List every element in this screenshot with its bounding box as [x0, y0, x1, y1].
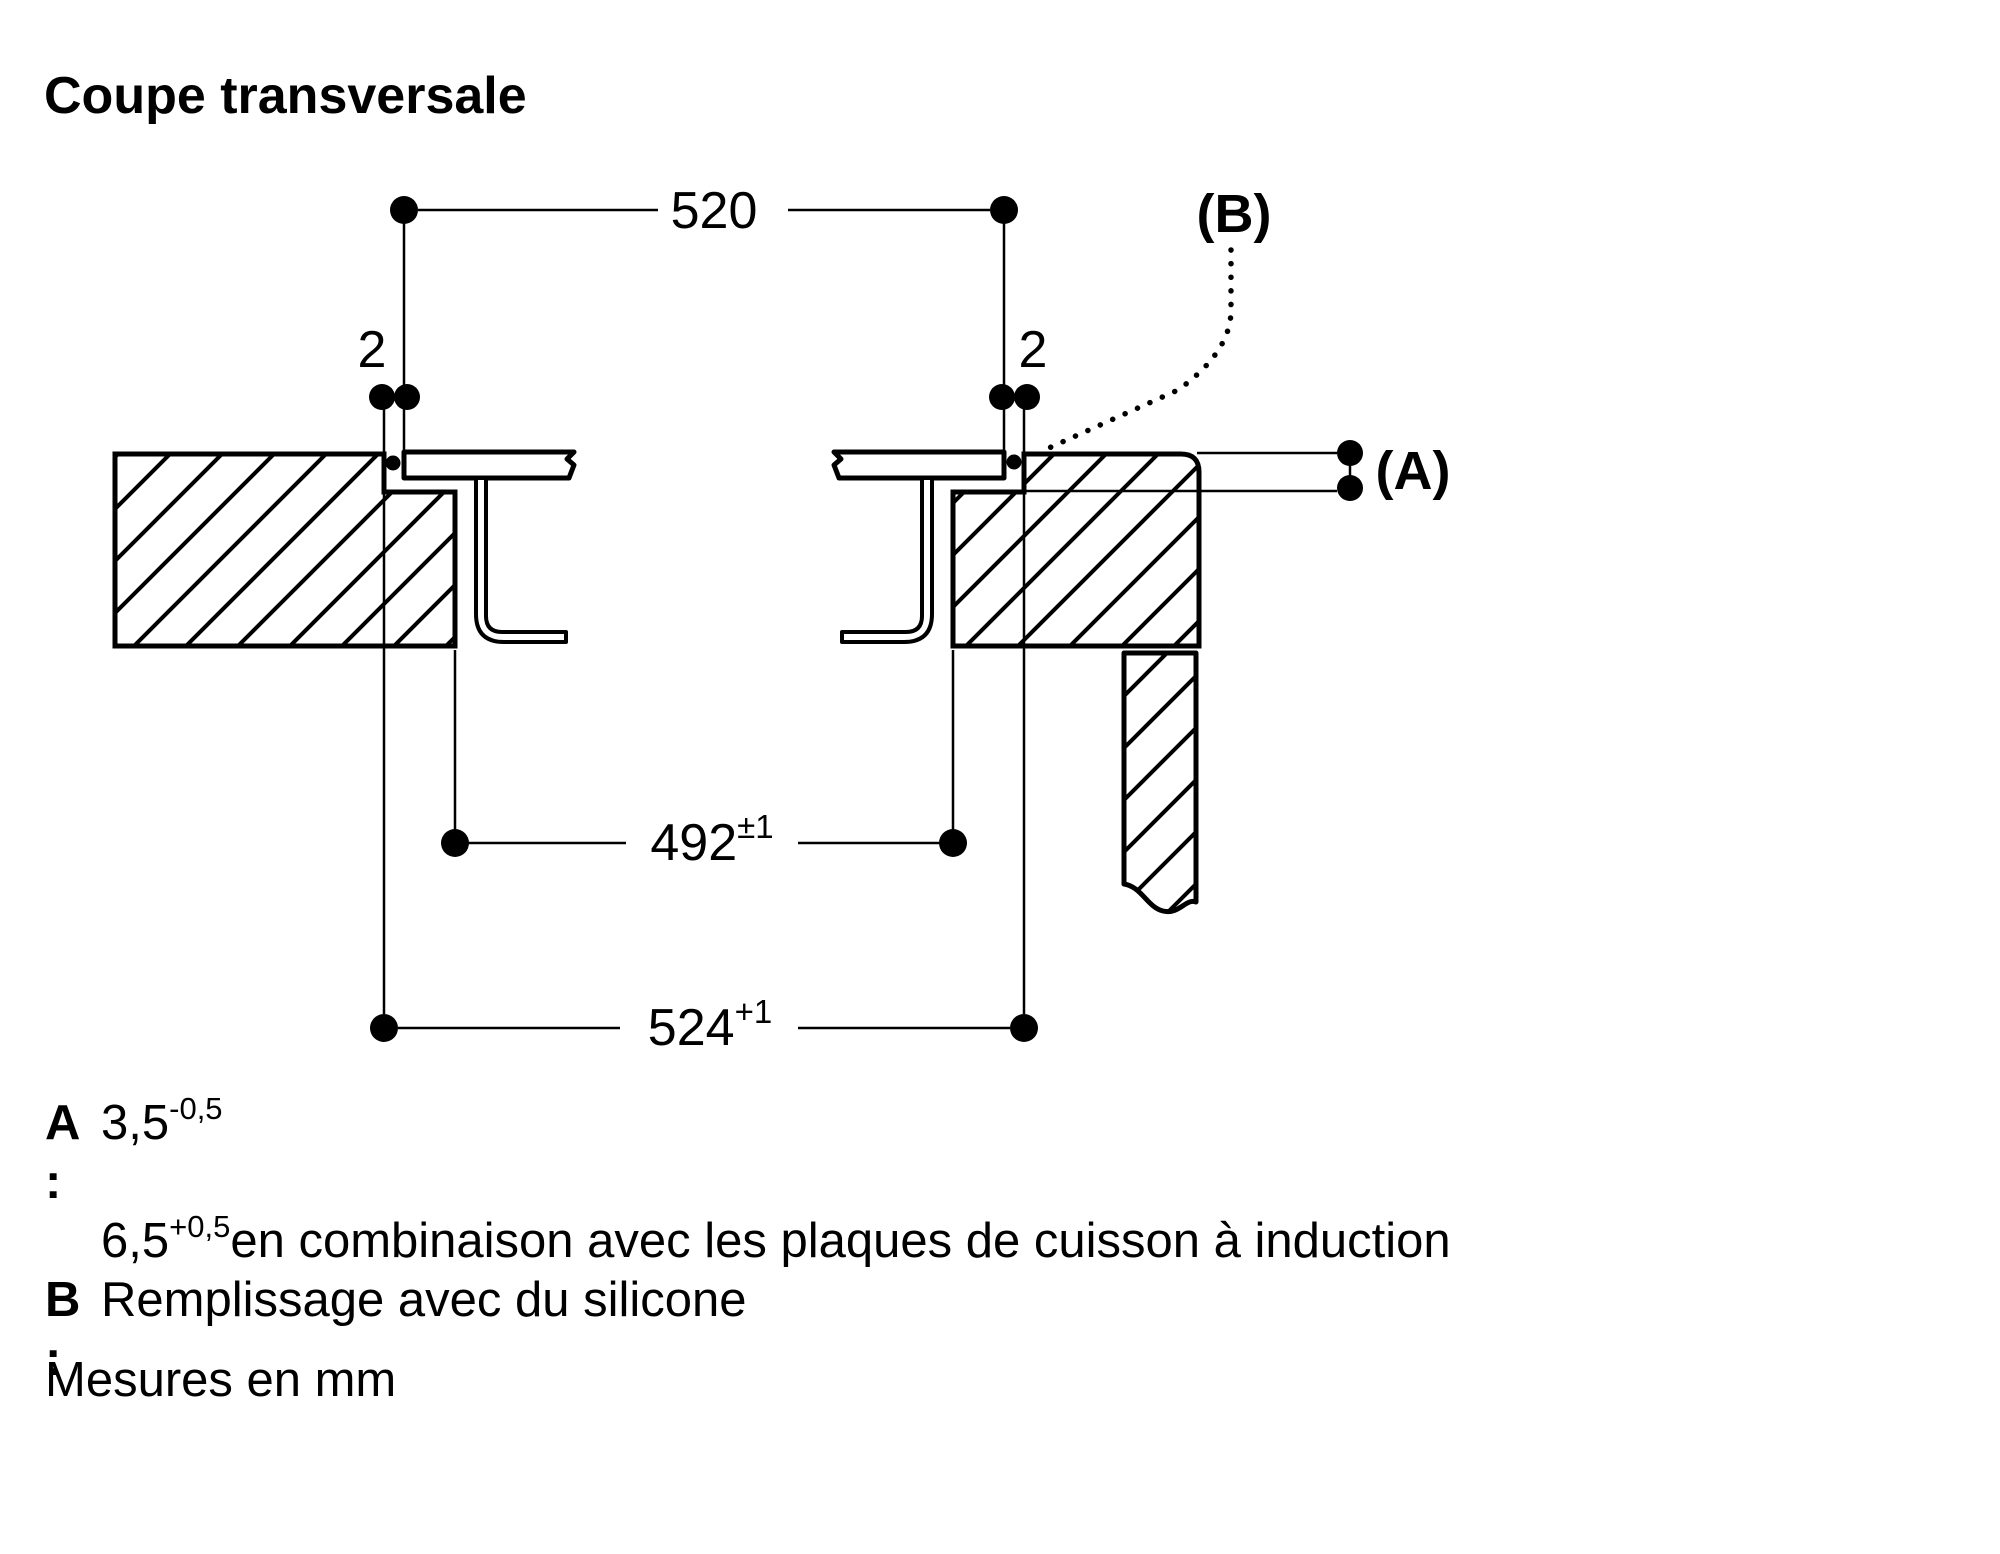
- dim-520-dot-right: [990, 196, 1018, 224]
- legend-key-spacer: [45, 1212, 101, 1271]
- left-glass-panel: [401, 449, 577, 481]
- left-worktop-section: [112, 451, 458, 649]
- legend: A : 3,5-0,5 6,5+0,5en combinaison avec l…: [45, 1090, 1451, 1389]
- gap-dot-right-1: [989, 384, 1015, 410]
- legend-row-a1: A : 3,5-0,5: [45, 1090, 1451, 1212]
- dim-524-value: 524: [647, 999, 735, 1057]
- right-glass-panel: [831, 449, 1007, 481]
- legend-key-b: B :: [45, 1273, 81, 1386]
- dim-524-dot-right: [1010, 1014, 1038, 1042]
- legend-value-b: Remplissage avec du silicone: [101, 1273, 747, 1327]
- legend-key-a: A :: [45, 1096, 79, 1209]
- legend-a1-number: 3,5: [101, 1096, 170, 1150]
- dim-524-label: 524+1: [647, 995, 772, 1058]
- legend-value-a2: 6,5+0,5en combinaison avec les plaques d…: [101, 1208, 1451, 1271]
- gap-dot-left-1: [369, 384, 395, 410]
- legend-row-b: B : Remplissage avec du silicone: [45, 1271, 1451, 1389]
- legend-a2-tolerance: +0,5: [169, 1208, 231, 1244]
- cabinet-side-panel: [1121, 650, 1199, 915]
- legend-value-a1: 3,5-0,5: [101, 1090, 1451, 1212]
- ref-a-label: (A): [1375, 441, 1451, 501]
- dimension-dots: [369, 196, 1363, 1042]
- gap-label-right: 2: [1018, 321, 1048, 379]
- dim-524-tolerance: +1: [734, 992, 773, 1030]
- legend-a2-number: 6,5: [101, 1214, 170, 1268]
- dim-492-label: 492±1: [650, 810, 773, 873]
- dim-492-dot-right: [939, 829, 967, 857]
- page-title: Coupe transversale: [44, 67, 527, 125]
- dim-524-dot-left: [370, 1014, 398, 1042]
- legend-row-a2: 6,5+0,5en combinaison avec les plaques d…: [45, 1208, 1451, 1271]
- dimension-lines: [382, 208, 1352, 1030]
- left-frame-profile: [474, 476, 568, 644]
- legend-a1-tolerance: -0,5: [169, 1090, 223, 1126]
- gap-dot-left-2: [394, 384, 420, 410]
- dim-520-label: 520: [670, 182, 758, 240]
- dim-492-tolerance: ±1: [737, 807, 774, 845]
- joint-dot-left: [385, 455, 401, 471]
- ref-a-dot-top: [1337, 440, 1363, 466]
- dim-520-dot-left: [390, 196, 418, 224]
- right-worktop-section: [950, 451, 1202, 649]
- units-note: Mesures en mm: [45, 1353, 397, 1407]
- gap-label-left: 2: [357, 321, 387, 379]
- joint-dot-right: [1006, 454, 1022, 470]
- legend-a2-text: en combinaison avec les plaques de cuiss…: [230, 1214, 1451, 1268]
- dim-492-value: 492: [650, 814, 738, 872]
- ref-b-dotted-leader: [1037, 247, 1234, 455]
- dim-492-dot-left: [441, 829, 469, 857]
- ref-b-label: (B): [1196, 184, 1272, 244]
- ref-a-dot-bottom: [1337, 475, 1363, 501]
- right-frame-profile: [840, 476, 934, 644]
- gap-dot-right-2: [1014, 384, 1040, 410]
